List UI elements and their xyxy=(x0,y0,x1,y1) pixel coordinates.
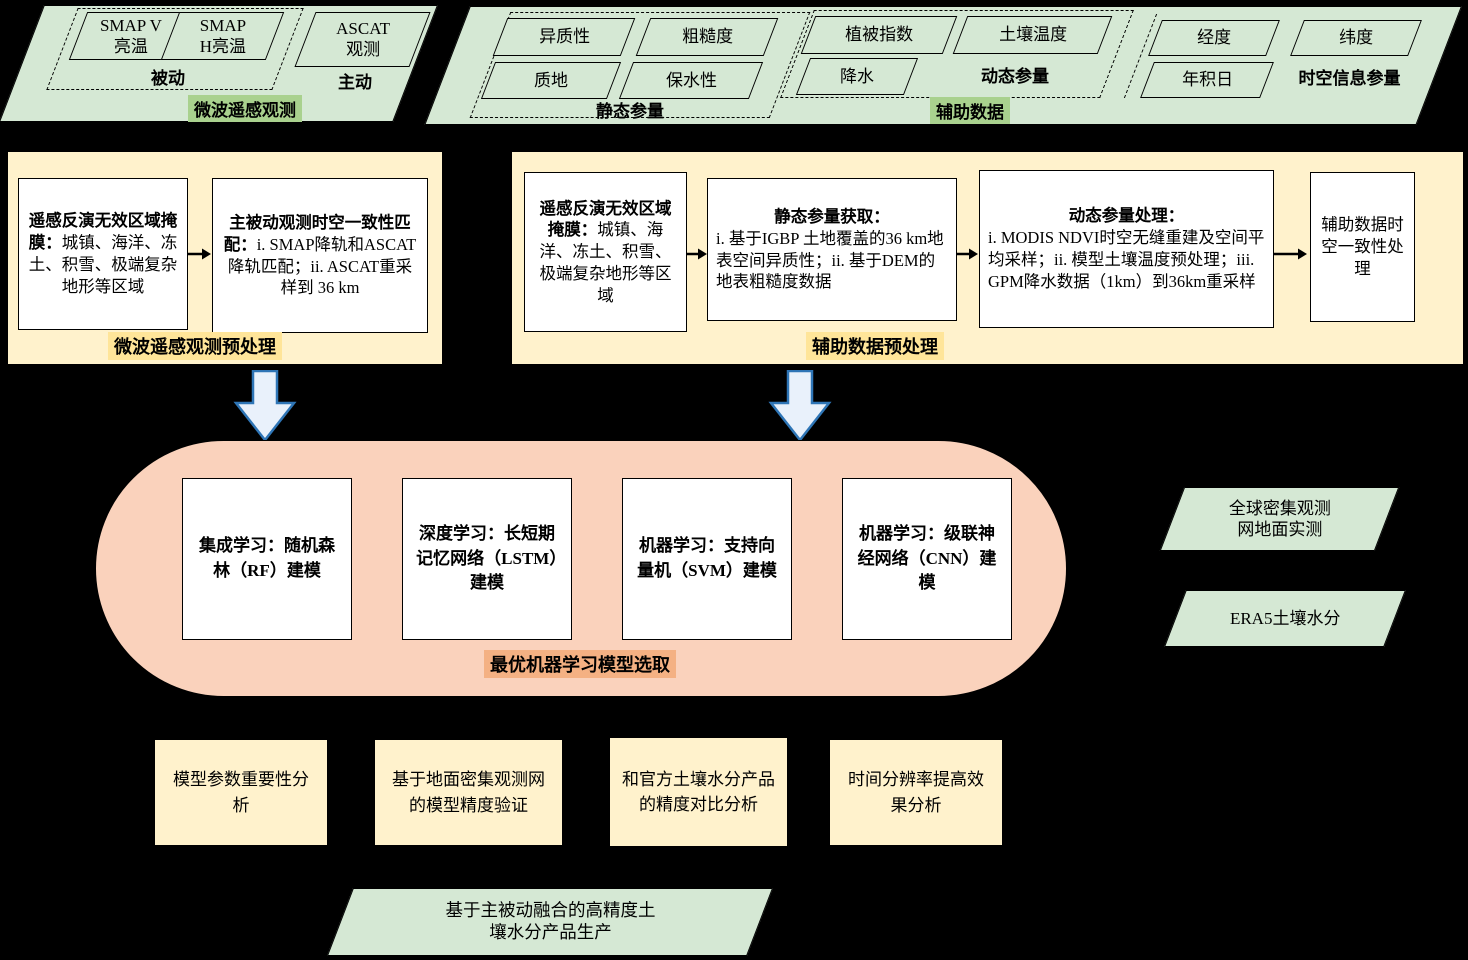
arrow-right-icon xyxy=(188,248,211,260)
down-arrow-icon xyxy=(768,370,832,442)
cnn-model-box: 机器学习：级联神经网络（CNN）建模 xyxy=(842,478,1012,640)
microwave-section-label: 微波遥感观测 xyxy=(95,95,395,122)
arrow-right-icon xyxy=(957,248,978,260)
longitude-item: 经度 xyxy=(1148,20,1280,56)
active-label: 主动 xyxy=(338,73,372,92)
water-retention-item: 保水性 xyxy=(618,62,764,99)
mw-preprocess-label: 微波遥感观测预处理 xyxy=(30,332,360,360)
mw-matching-step: 主被动观测时空一致性匹配：i. SMAP降轨和ASCAT降轨匹配；ii. ASC… xyxy=(212,178,428,333)
vegetation-index-item: 植被指数 xyxy=(800,16,958,54)
era5-item: ERA5土壤水分 xyxy=(1164,590,1406,647)
ascat-item: ASCAT 观测 xyxy=(294,12,431,67)
dynamic-params-label: 动态参量 xyxy=(981,67,1049,86)
soil-temperature-item: 土壤温度 xyxy=(952,16,1113,54)
passive-label: 被动 xyxy=(151,69,185,88)
arrow-right-icon xyxy=(686,248,707,260)
temporal-resolution-box: 时间分辨率提高效果分析 xyxy=(830,740,1002,845)
product-comparison-box: 和官方土壤水分产品的精度对比分析 xyxy=(610,738,787,846)
precipitation-item: 降水 xyxy=(795,58,919,95)
spatiotemporal-label: 时空信息参量 xyxy=(1298,69,1401,88)
aux-preprocess-label: 辅助数据预处理 xyxy=(720,332,1030,360)
param-importance-box: 模型参数重要性分析 xyxy=(155,740,327,845)
smap-h-item: SMAP H亮温 xyxy=(160,12,285,60)
arrow-right-icon xyxy=(1274,248,1307,260)
aux-static-step: 静态参量获取： i. 基于IGBP 土地覆盖的36 km地表空间异质性；ii. … xyxy=(707,178,957,321)
roughness-item: 粗糙度 xyxy=(635,18,779,56)
static-params-label: 静态参量 xyxy=(596,102,664,121)
smap-v-label: SMAP V亮温 xyxy=(99,15,162,56)
aux-dynamic-step: 动态参量处理： i. MODIS NDVI时空无缝重建及空间平均采样；ii. 模… xyxy=(979,170,1274,328)
ascat-label: ASCAT 观测 xyxy=(335,19,390,60)
heterogeneity-item: 异质性 xyxy=(492,18,636,56)
accuracy-validation-box: 基于地面密集观测网的模型精度验证 xyxy=(375,740,562,845)
final-product-item: 基于主被动融合的高精度土壤水分产品生产 xyxy=(326,888,774,956)
auxiliary-section-label: 辅助数据 xyxy=(870,97,1070,124)
svm-model-box: 机器学习：支持向量机（SVM）建模 xyxy=(622,478,792,640)
latitude-item: 纬度 xyxy=(1290,20,1422,56)
texture-item: 质地 xyxy=(480,62,622,99)
aux-consistency-step: 辅助数据时空一致性处理 xyxy=(1310,172,1415,322)
mw-mask-step: 遥感反演无效区域掩膜：城镇、海洋、冻土、积雪、极端复杂地形等区域 xyxy=(18,178,188,330)
doy-item: 年积日 xyxy=(1140,62,1274,98)
aux-mask-step: 遥感反演无效区域掩膜：城镇、海洋、冻土、积雪、极端复杂地形等区域 xyxy=(524,172,687,332)
smap-h-label: SMAP H亮温 xyxy=(199,15,246,56)
ground-network-item: 全球密集观测网地面实测 xyxy=(1159,487,1400,551)
lstm-model-box: 深度学习：长短期记忆网络（LSTM）建模 xyxy=(402,478,572,640)
rf-model-box: 集成学习：随机森林（RF）建模 xyxy=(182,478,352,640)
down-arrow-icon xyxy=(233,370,297,442)
model-selection-label: 最优机器学习模型选取 xyxy=(95,650,1065,678)
